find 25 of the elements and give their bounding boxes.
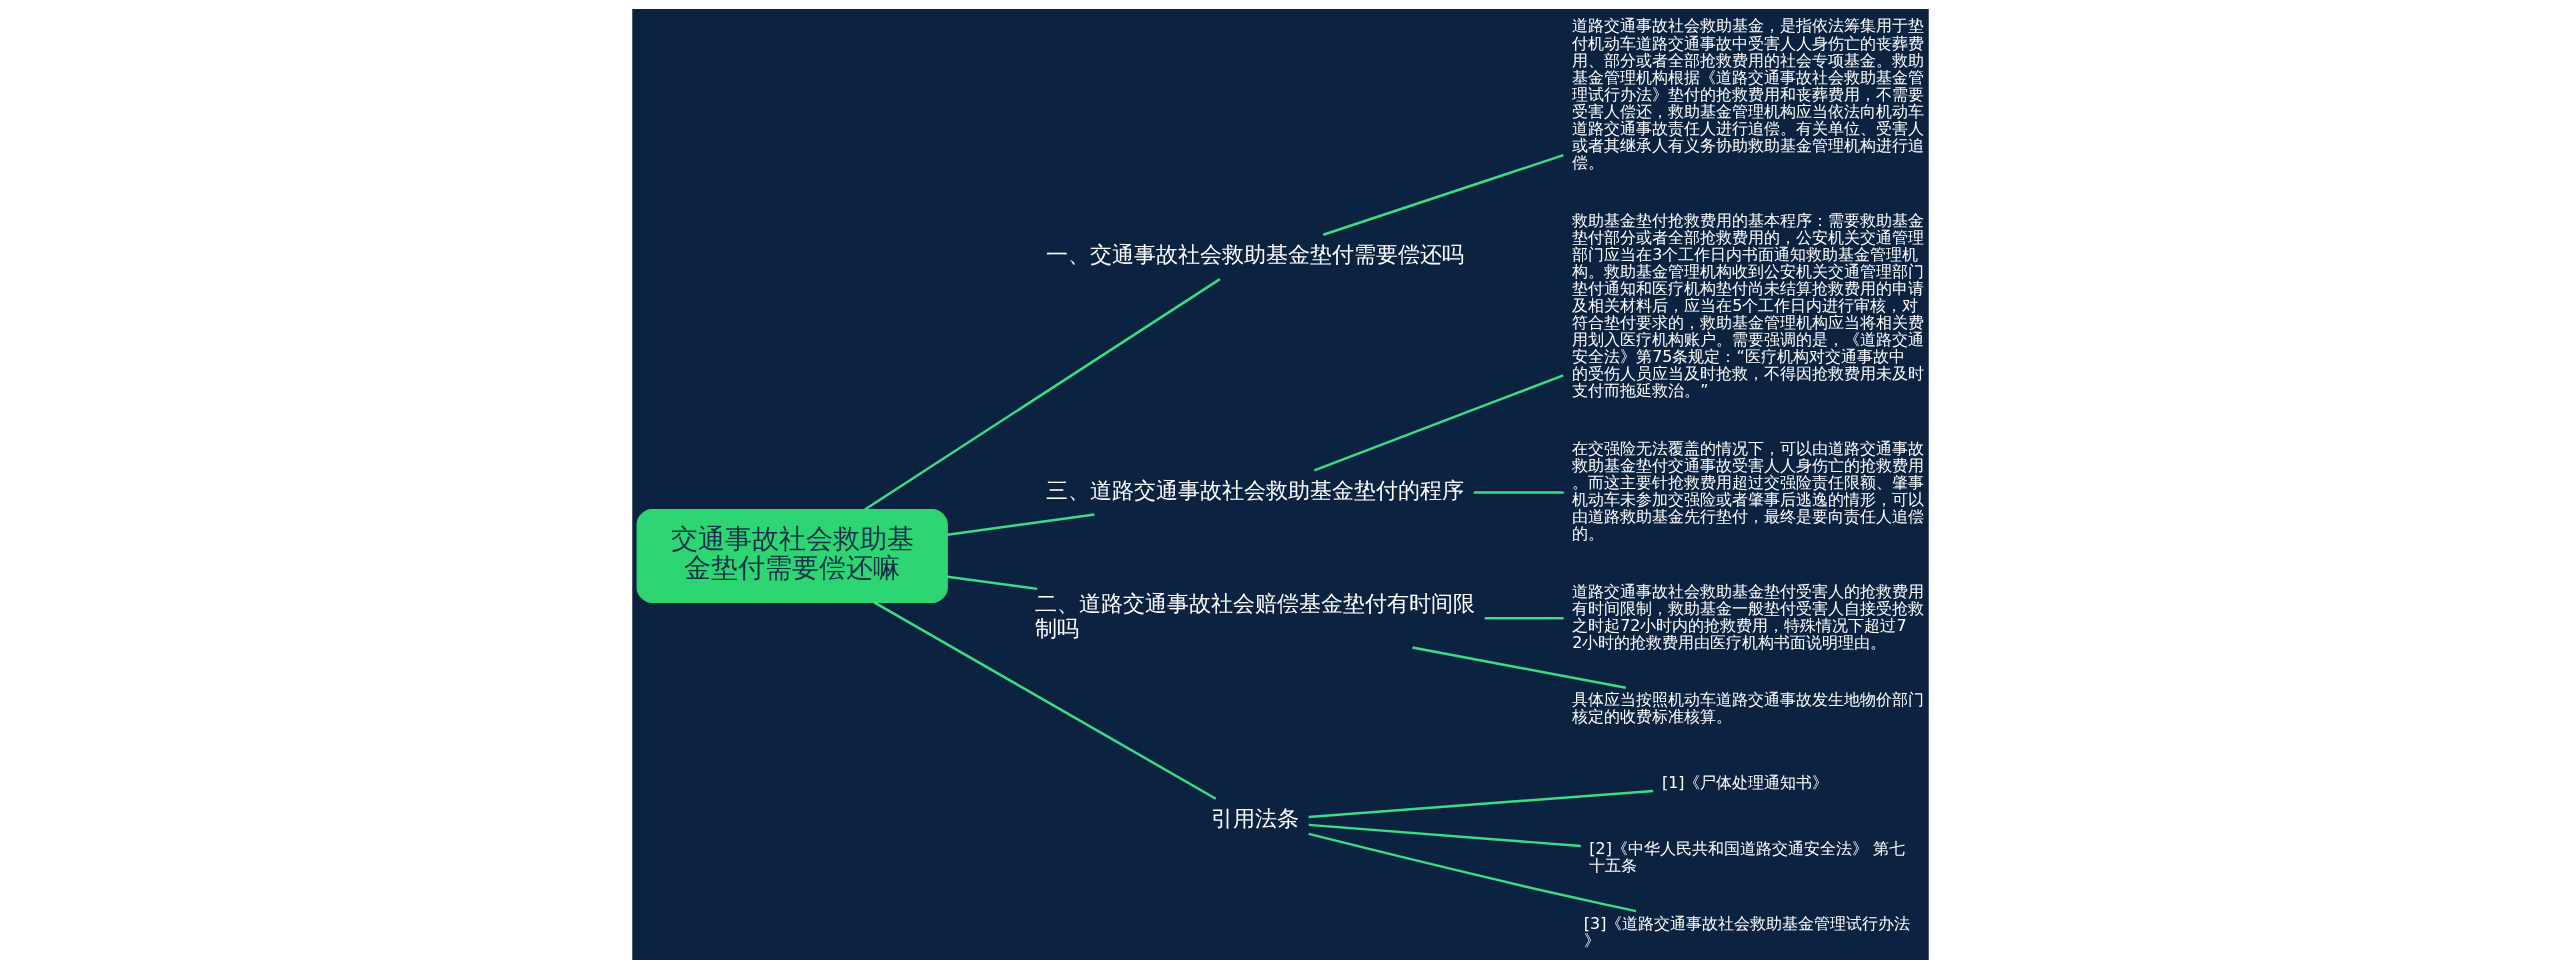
connector [1308, 789, 1653, 818]
node-text: 道路交通事故社会救助基金，是指依法筹集用于垫付机动车道路交通事故中受害人人身伤亡的丧葬费用、部分或者全部抢救费用的社会专项基金。救助基金管理机构根据《道路交通事故社会救助基金管理试行办法》垫付的抢救费用和丧葬费用，不需要受害人偿还，救助基金管理机构应当依法向机动车道路交通事故责任人进行追偿。有关单位、受害人或者其继承人有义务协助救助基金管理机构进行追偿。 [1571, 15, 1924, 172]
connector [1322, 153, 1564, 236]
node-text: [1]《尸体处理通知书》 [1661, 772, 1828, 792]
node-text: 引用法条 [1210, 805, 1299, 831]
connector [1484, 616, 1564, 619]
node-text: 在交强险无法覆盖的情况下，可以由道路交通事故救助基金垫付交通事故受害人人身伤亡的抢救费用。而这主要针抢救费用超过交强险责任限额、肇事机动车未参加交强险或者肇事后逃逸的情形，可以由道路救助基金先行垫付，最终是要向责任人追偿的。 [1571, 438, 1924, 543]
node-text: 救助基金垫付抢救费用的基本程序：需要救助基金垫付部分或者全部抢救费用的，公安机关交通管理部门应当在3个工作日内书面通知救助基金管理机构。救助基金管理机构收到公安机关交通管理部门垫付通知和医疗机构垫付尚未结算抢救费用的申请及相关材料后，应当在5个工作日内进行审核，对符合垫付要求的，救助基金管理机构应当将相关费用划入医疗机构账户。需要强调的是，《道路交通安全法》第75条规定：“医疗机构对交通事故中的受伤人员应当及时抢救，不得因抢救费用未及时支付而拖延救治。” [1571, 210, 1924, 400]
node-text: [2]《中华人民共和国道路交通安全法》 第七十五条 [1588, 838, 1905, 875]
node-text: 道路交通事故社会救助基金垫付受害人的抢救费用有时间限制，救助基金一般垫付受害人自接受抢救之时起72小时内的抢救费用，特殊情况下超过72小时的抢救费用由医疗机构书面说明理由。 [1571, 581, 1924, 652]
connector [1411, 645, 1626, 689]
connector [1473, 490, 1564, 494]
connector [946, 575, 1037, 590]
node-text: [3]《道路交通事故社会救助基金管理试行办法》 [1583, 913, 1910, 950]
node-text: 三、道路交通事故社会救助基金垫付的程序 [1045, 477, 1464, 503]
connector [863, 277, 1221, 511]
node-text: 二、道路交通事故社会赔偿基金垫付有时间限制吗 [1034, 590, 1475, 641]
connector [1307, 832, 1636, 912]
connector [1308, 823, 1581, 847]
connector [873, 600, 1216, 800]
node-text: 一、交通事故社会救助基金垫付需要偿还吗 [1045, 241, 1464, 267]
node-text: 具体应当按照机动车道路交通事故发生地物价部门核定的收费标准核算。 [1571, 689, 1924, 726]
node-box: 交通事故社会救助基金垫付需要偿还嘛 [636, 508, 948, 603]
connector [946, 512, 1095, 536]
connector [1313, 373, 1564, 472]
